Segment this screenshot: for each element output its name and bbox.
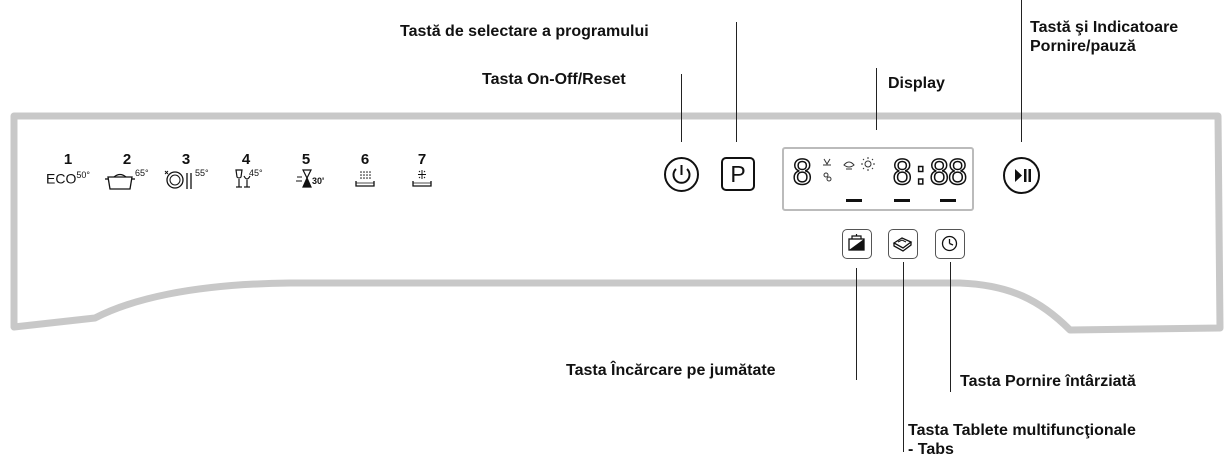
play-pause-icon	[1015, 169, 1031, 182]
tablet-icon	[892, 237, 913, 252]
program-number: 5	[301, 151, 311, 168]
pot-icon	[105, 173, 135, 190]
rinse-aid-indicator-icon	[823, 158, 831, 166]
program-number: 7	[417, 151, 427, 168]
callout-start-pause-line2: Pornire/pauză	[1030, 38, 1136, 55]
program-6: 6	[330, 151, 400, 195]
rinse-icon	[412, 170, 432, 187]
clock-icon	[941, 235, 958, 252]
program-1: 1 ECO50°	[33, 151, 103, 187]
callout-multitabs-line1: Tasta Tablete multifuncţionale	[908, 422, 1136, 439]
callout-half-load: Tasta Încărcare pe jumătate	[566, 362, 776, 379]
indicator-bar-1	[846, 199, 862, 202]
leader-half-load	[856, 268, 857, 380]
soak-icon	[355, 171, 375, 187]
program-button-label: P	[730, 161, 746, 187]
callout-start-pause-line1: Tastă şi Indicatoare	[1030, 19, 1179, 36]
leader-multitabs	[903, 262, 904, 452]
indicator-bar-3	[940, 199, 956, 202]
program-number: 1	[63, 151, 73, 168]
glasses-icon	[235, 169, 251, 188]
plate-cutlery-icon	[164, 170, 192, 189]
program-4: 4 45°	[211, 151, 281, 190]
program-temp: 55°	[195, 168, 209, 178]
power-icon	[672, 165, 691, 184]
callout-program-select: Tastă de selectare a programului	[400, 23, 649, 40]
leader-on-off	[681, 74, 682, 142]
half-load-button[interactable]	[842, 229, 872, 259]
leader-program-select	[736, 22, 737, 142]
program-temp: 50°	[76, 170, 90, 180]
salt-indicator-icon	[823, 172, 832, 182]
leader-start-pause	[1021, 0, 1022, 142]
half-load-icon	[848, 234, 865, 251]
tablet-indicator-icon	[843, 161, 855, 170]
eco-icon: ECO50°	[33, 170, 103, 187]
program-temp: 65°	[135, 168, 149, 178]
start-pause-button[interactable]	[1003, 157, 1040, 194]
program-number: 4	[241, 151, 251, 168]
callout-multitabs-line2: - Tabs	[908, 441, 954, 458]
display: 8 8:88	[782, 147, 974, 211]
quick-wash-icon	[296, 169, 312, 188]
indicator-bar-2	[894, 199, 910, 202]
sun-indicator-icon	[861, 157, 875, 171]
multitabs-button[interactable]	[888, 229, 918, 259]
time-digits: 8:88	[891, 152, 968, 194]
delay-start-button[interactable]	[935, 229, 965, 259]
callout-delay-start: Tasta Pornire întârziată	[960, 373, 1136, 390]
leader-display	[876, 68, 877, 130]
program-3: 3 55°	[151, 151, 221, 190]
program-number: 6	[360, 151, 370, 168]
program-5: 5 30'	[271, 151, 341, 190]
leader-delay-start	[950, 262, 951, 392]
display-indicators	[823, 157, 875, 182]
program-button[interactable]: P	[721, 157, 755, 191]
program-2: 2 65°	[92, 151, 162, 190]
program-label: ECO	[46, 170, 77, 187]
program-temp: 45°	[249, 168, 263, 178]
program-number: 3	[181, 151, 191, 168]
callout-on-off-reset: Tasta On-Off/Reset	[482, 71, 626, 88]
program-7: 7	[387, 151, 457, 195]
program-number: 2	[122, 151, 132, 168]
callout-display: Display	[888, 75, 945, 92]
callout-start-pause: Tastă şi Indicatoare Pornire/pauză	[1030, 18, 1178, 56]
program-digit: 8	[791, 152, 813, 194]
callout-multitabs: Tasta Tablete multifuncţionale - Tabs	[908, 421, 1136, 459]
program-temp: 30'	[312, 176, 325, 186]
power-button[interactable]	[664, 157, 699, 192]
